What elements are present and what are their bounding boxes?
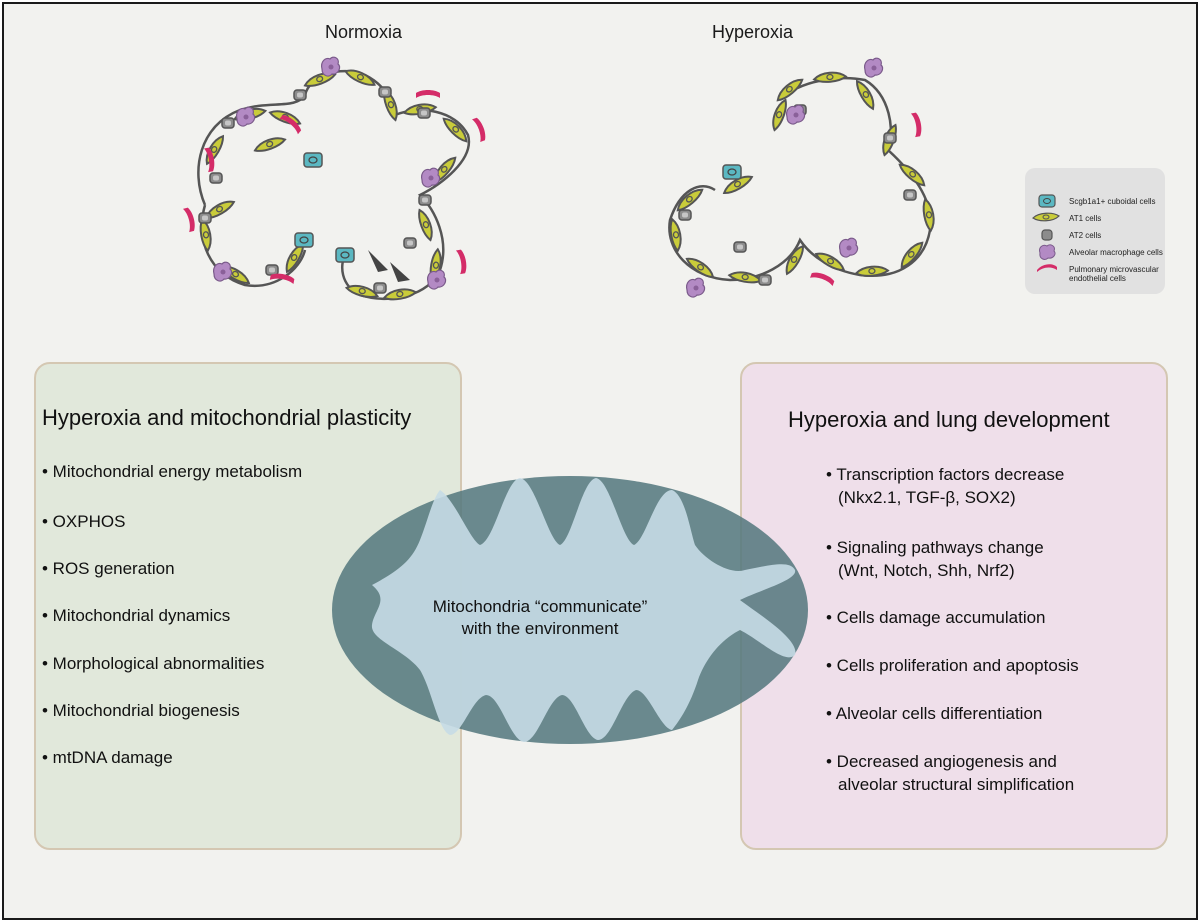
- list-item: • Morphological abnormalities: [42, 654, 265, 673]
- normoxia-alveoli: [182, 56, 488, 303]
- hyperoxia-title: Hyperoxia: [712, 22, 794, 42]
- list-item: • Mitochondrial energy metabolism: [42, 462, 303, 481]
- list-item: • Alveolar cells differentiation: [826, 704, 1043, 723]
- legend-item: Pulmonary microvascular endothelial cell…: [1025, 262, 1165, 283]
- list-item-detail: (Wnt, Notch, Shh, Nrf2): [838, 561, 1015, 580]
- legend-label: Scgb1a1+ cuboidal cells: [1069, 197, 1156, 206]
- list-item: • ROS generation: [42, 559, 175, 578]
- caption-line: Mitochondria “communicate”: [432, 597, 648, 616]
- list-item-detail: (Nkx2.1, TGF-β, SOX2): [838, 488, 1016, 507]
- legend-item: AT1 cells: [1025, 210, 1165, 230]
- caption-line: with the environment: [461, 619, 619, 638]
- legend-label: Pulmonary microvascular endothelial cell…: [1069, 265, 1159, 283]
- list-item: • Cells proliferation and apoptosis: [826, 656, 1079, 675]
- list-item: • Transcription factors decrease: [826, 465, 1065, 484]
- mitochondria-caption: Mitochondria “communicate” with the envi…: [410, 596, 670, 640]
- cuboidal-cell-icon: [1038, 194, 1056, 208]
- legend-label: AT2 cells: [1069, 231, 1102, 240]
- legend-item: Alveolar macrophage cells: [1025, 244, 1165, 264]
- list-item: • OXPHOS: [42, 512, 126, 531]
- list-item: • Cells damage accumulation: [826, 608, 1046, 627]
- legend-label: AT1 cells: [1069, 214, 1102, 223]
- alveoli-illustration: [182, 56, 937, 303]
- legend-label: Alveolar macrophage cells: [1069, 248, 1163, 257]
- legend: Scgb1a1+ cuboidal cells AT1 cells AT2 ce…: [1025, 168, 1165, 294]
- list-item: • Signaling pathways change: [826, 538, 1044, 557]
- list-item: • Mitochondrial biogenesis: [42, 701, 240, 720]
- mitochondrial-plasticity-title: Hyperoxia and mitochondrial plasticity: [42, 405, 412, 430]
- at1-cell-icon: [1032, 212, 1060, 222]
- legend-item: Scgb1a1+ cuboidal cells: [1025, 194, 1165, 214]
- list-item: • Mitochondrial dynamics: [42, 606, 231, 625]
- endothelial-cell-icon: [1037, 264, 1057, 272]
- list-item: • Decreased angiogenesis and: [826, 752, 1057, 771]
- normoxia-title: Normoxia: [325, 22, 403, 42]
- lung-development-box: [740, 362, 1168, 850]
- macrophage-icon: [1039, 244, 1056, 260]
- list-item: • mtDNA damage: [42, 748, 173, 767]
- hyperoxia-alveoli: [667, 57, 937, 298]
- list-item-detail: alveolar structural simplification: [838, 775, 1075, 794]
- legend-item: AT2 cells: [1025, 228, 1165, 248]
- lung-development-title: Hyperoxia and lung development: [788, 407, 1110, 432]
- at2-cell-icon: [1041, 229, 1053, 241]
